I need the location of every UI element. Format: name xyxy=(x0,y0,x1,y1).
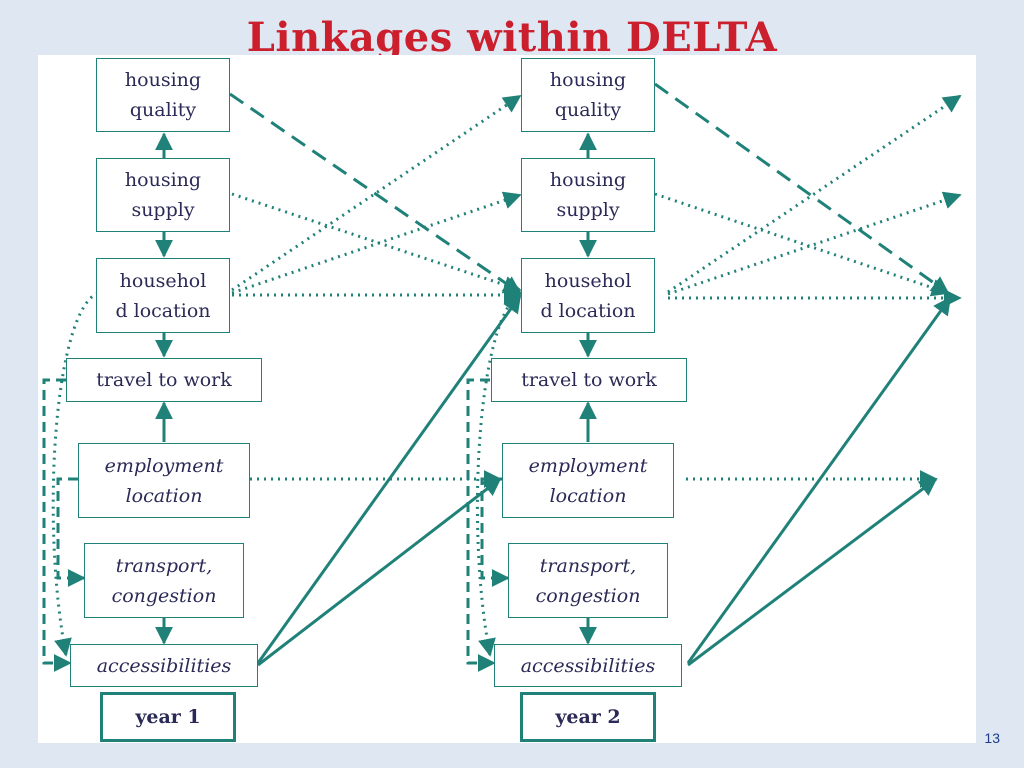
housing-supply-label: housing supply xyxy=(549,169,627,221)
travel-to-work-label: travel to work xyxy=(96,369,232,391)
year1-household-location-box: househol d location xyxy=(96,258,230,333)
housing-supply-label: housing supply xyxy=(124,169,202,221)
employment-location-line2: location xyxy=(549,484,627,507)
year2-housing-supply-box: housing supply xyxy=(521,158,655,232)
year2-travel-to-work-box: travel to work xyxy=(491,358,687,402)
transport-congestion-line1: transport, xyxy=(115,554,213,577)
year1-housing-supply-box: housing supply xyxy=(96,158,230,232)
accessibilities-label: accessibilities xyxy=(520,654,656,677)
slide-title: Linkages within DELTA xyxy=(246,14,778,61)
year2-employment-location-box: employment location xyxy=(502,443,674,518)
travel-to-work-label: travel to work xyxy=(521,369,657,391)
year1-label-box: year 1 xyxy=(100,692,236,742)
year1-employment-location-box: employment location xyxy=(78,443,250,518)
year2-label: year 2 xyxy=(555,706,621,728)
year2-housing-quality-box: housing quality xyxy=(521,58,655,132)
dotted-links xyxy=(51,94,962,657)
year1-accessibilities-box: accessibilities xyxy=(70,644,258,687)
employment-location-line1: employment xyxy=(528,454,648,477)
transport-congestion-line2: congestion xyxy=(111,584,217,607)
year2-label-box: year 2 xyxy=(520,692,656,742)
housing-quality-label: housing quality xyxy=(124,69,202,121)
transport-congestion-line1: transport, xyxy=(539,554,637,577)
employment-location-line1: employment xyxy=(104,454,224,477)
year2-transport-congestion-box: transport, congestion xyxy=(508,543,668,618)
year1-travel-to-work-box: travel to work xyxy=(66,358,262,402)
year1-label: year 1 xyxy=(135,706,201,728)
employment-location-line2: location xyxy=(125,484,203,507)
feedback-brackets xyxy=(42,378,510,672)
year2-accessibilities-box: accessibilities xyxy=(494,644,682,687)
household-location-line2: d location xyxy=(540,299,636,322)
household-location-line1: househol xyxy=(544,269,632,292)
dashed-links xyxy=(229,82,950,295)
household-location-line1: househol xyxy=(119,269,207,292)
slide-number: 13 xyxy=(984,730,1000,746)
year1-transport-congestion-box: transport, congestion xyxy=(84,543,244,618)
year2-household-location-box: househol d location xyxy=(521,258,655,333)
household-location-line2: d location xyxy=(115,299,211,322)
accessibilities-label: accessibilities xyxy=(96,654,232,677)
solid-links xyxy=(256,294,952,667)
transport-congestion-line2: congestion xyxy=(535,584,641,607)
year1-housing-quality-box: housing quality xyxy=(96,58,230,132)
housing-quality-label: housing quality xyxy=(549,69,627,121)
